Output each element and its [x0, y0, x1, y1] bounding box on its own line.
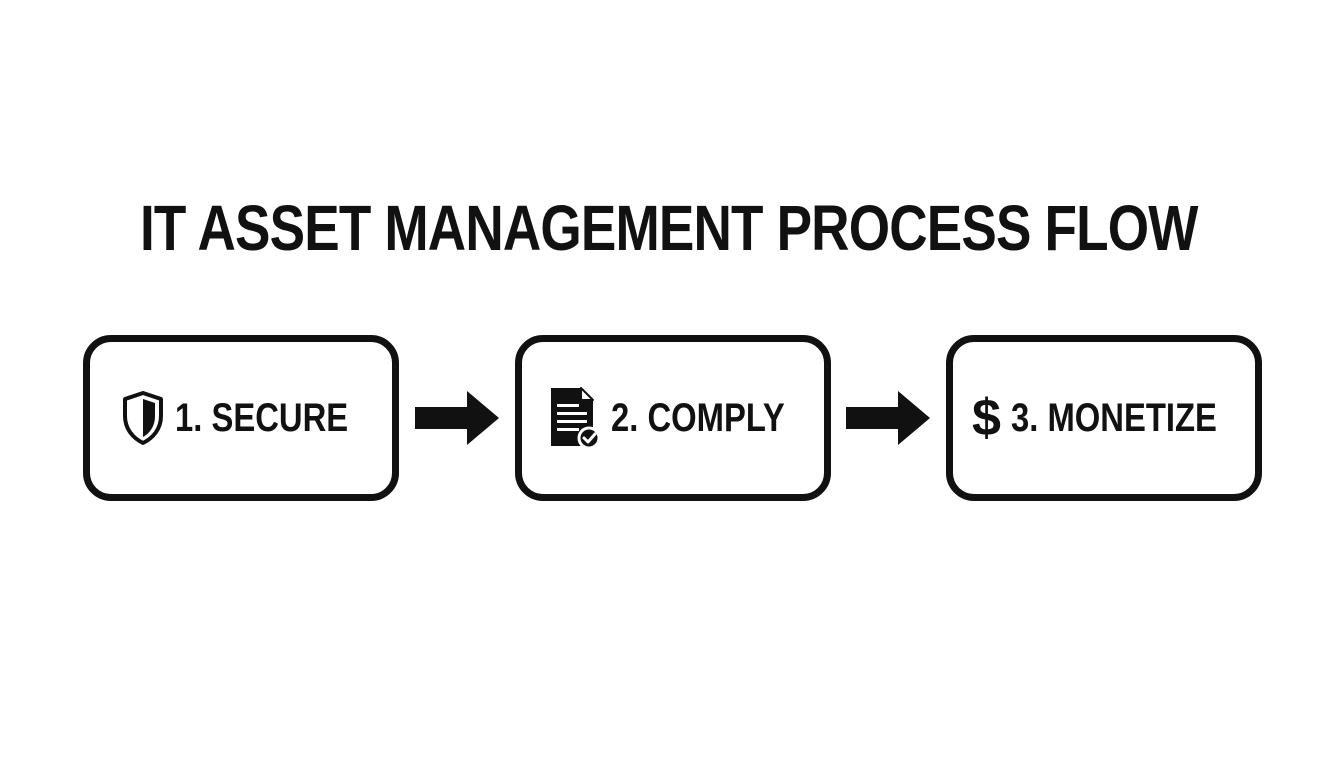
step-label-monetize: 3. MONETIZE: [1010, 396, 1217, 440]
step-monetize: $ 3. MONETIZE: [946, 335, 1262, 501]
shield-icon: [121, 390, 165, 446]
arrow-right-icon: [846, 391, 930, 450]
step-comply: 2. COMPLY: [515, 335, 831, 501]
dollar-icon: $: [971, 389, 1001, 447]
arrow-right-icon: [415, 391, 499, 450]
page-title: IT ASSET MANAGEMENT PROCESS FLOW: [140, 192, 1198, 264]
step-label-comply: 2. COMPLY: [611, 396, 785, 440]
step-label-secure: 1. SECURE: [175, 396, 349, 440]
document-check-icon: [549, 386, 601, 450]
step-secure: 1. SECURE: [83, 335, 399, 501]
